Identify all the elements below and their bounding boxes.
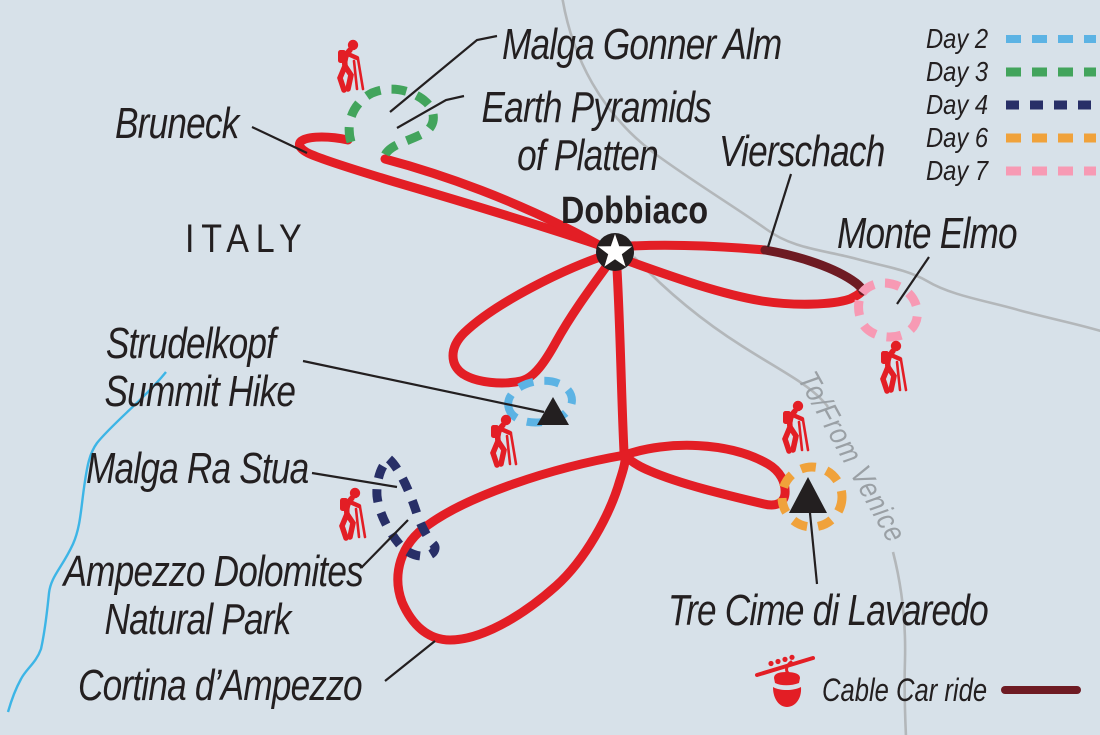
- legend-swatch-day2: [1006, 34, 1096, 43]
- cable-car-icon: [755, 654, 815, 707]
- label-strudelkopf: Strudelkopf Summit Hike: [104, 319, 297, 416]
- road-venice-upper: [633, 256, 830, 408]
- label-ampezzo-park: Ampezzo Dolomites Natural Park: [63, 547, 364, 644]
- legend-label-day2: Day 2: [925, 22, 988, 54]
- legend-label-day4: Day 4: [925, 88, 988, 120]
- route-tre-cime-petal: [617, 440, 790, 510]
- label-earth-pyramids-line2: of Platten: [517, 131, 659, 180]
- route-dobbiaco-vierschach: [609, 240, 770, 255]
- label-country-italy: ITALY: [185, 217, 309, 261]
- legend-label-day6: Day 6: [925, 121, 988, 153]
- leader-malga-gonner: [389, 34, 498, 113]
- legend-label-day3: Day 3: [925, 55, 988, 87]
- legend-row-day3: Day 3: [915, 55, 1096, 88]
- legend-row-day4: Day 4: [915, 88, 1096, 121]
- river-line: [6, 371, 167, 713]
- summit-triangle-icon-strudelkopf: [537, 397, 569, 425]
- label-ampezzo-line1: Ampezzo Dolomites: [63, 547, 364, 596]
- route-monte-elmo-return: [612, 252, 867, 309]
- leader-cortina: [384, 640, 436, 682]
- day3-loop-earth-pyramids: [344, 84, 438, 162]
- day2-loop-strudelkopf: [504, 376, 576, 427]
- label-tre-cime: Tre Cime di Lavaredo: [668, 586, 989, 635]
- label-ampezzo-line2: Natural Park: [104, 595, 291, 644]
- label-cable-car-ride: Cable Car ride: [822, 672, 988, 708]
- label-monte-elmo: Monte Elmo: [837, 209, 1018, 258]
- legend-swatch-day3: [1006, 67, 1096, 76]
- label-malga-ra-stua: Malga Ra Stua: [86, 444, 309, 493]
- leader-bruneck: [251, 126, 308, 154]
- town-star-icon: [596, 233, 634, 271]
- leader-tre-cime: [807, 502, 819, 585]
- hiker-icon-monte-elmo: [881, 341, 906, 391]
- leader-earth-pyramids: [396, 94, 465, 129]
- summit-triangle-icon-tre-cime: [789, 477, 827, 513]
- label-strudelkopf-line2: Summit Hike: [104, 367, 297, 416]
- legend-swatch-day7: [1006, 166, 1096, 175]
- label-bruneck: Bruneck: [115, 99, 239, 148]
- label-vierschach: Vierschach: [719, 127, 885, 176]
- route-dobbiaco-south: [611, 248, 629, 457]
- leader-lines: [251, 34, 930, 682]
- route-cortina-loop: [393, 449, 630, 645]
- route-strudelkopf-petal: [448, 248, 619, 388]
- legend-row-day7: Day 7: [915, 154, 1096, 187]
- label-strudelkopf-line1: Strudelkopf: [105, 319, 276, 368]
- legend-row-day2: Day 2: [915, 22, 1096, 55]
- leader-ampezzo: [361, 519, 409, 568]
- label-malga-gonner-alm: Malga Gonner Alm: [502, 20, 782, 69]
- legend-label-day7: Day 7: [925, 154, 988, 186]
- day4-loop-malga-ra-stua: [372, 453, 440, 561]
- red-routes: [295, 132, 867, 645]
- road-venice-lower: [891, 551, 908, 735]
- leader-malga-ra-stua: [311, 471, 398, 489]
- hiker-icon-bruneck: [338, 40, 363, 90]
- background-roads: [561, 0, 1100, 735]
- day-legend: Day 2 Day 3 Day 4 Day 6 Day 7: [915, 22, 1096, 187]
- hiker-icon-strudelkopf: [491, 415, 516, 465]
- leader-strudelkopf: [302, 359, 545, 414]
- day6-loop-tre-cime: [777, 462, 847, 532]
- label-cortina: Cortina d’Ampezzo: [78, 661, 363, 710]
- route-dobbiaco-bruneck-out: [295, 132, 616, 254]
- label-earth-pyramids: Earth Pyramids of Platten: [481, 83, 712, 180]
- leader-vierschach: [766, 173, 793, 248]
- leader-monte-elmo: [896, 256, 930, 305]
- route-bruneck-dobbiaco-return: [380, 154, 618, 258]
- hiker-icon-malga-ra-stua: [340, 488, 365, 538]
- label-earth-pyramids-line1: Earth Pyramids: [481, 83, 712, 132]
- legend-swatch-day6: [1006, 133, 1096, 142]
- label-dobbiaco: Dobbiaco: [561, 190, 709, 232]
- legend-swatch-day4: [1006, 100, 1096, 109]
- legend-row-day6: Day 6: [915, 121, 1096, 154]
- day7-loop-monte-elmo: [854, 278, 922, 342]
- road-north: [561, 0, 1100, 333]
